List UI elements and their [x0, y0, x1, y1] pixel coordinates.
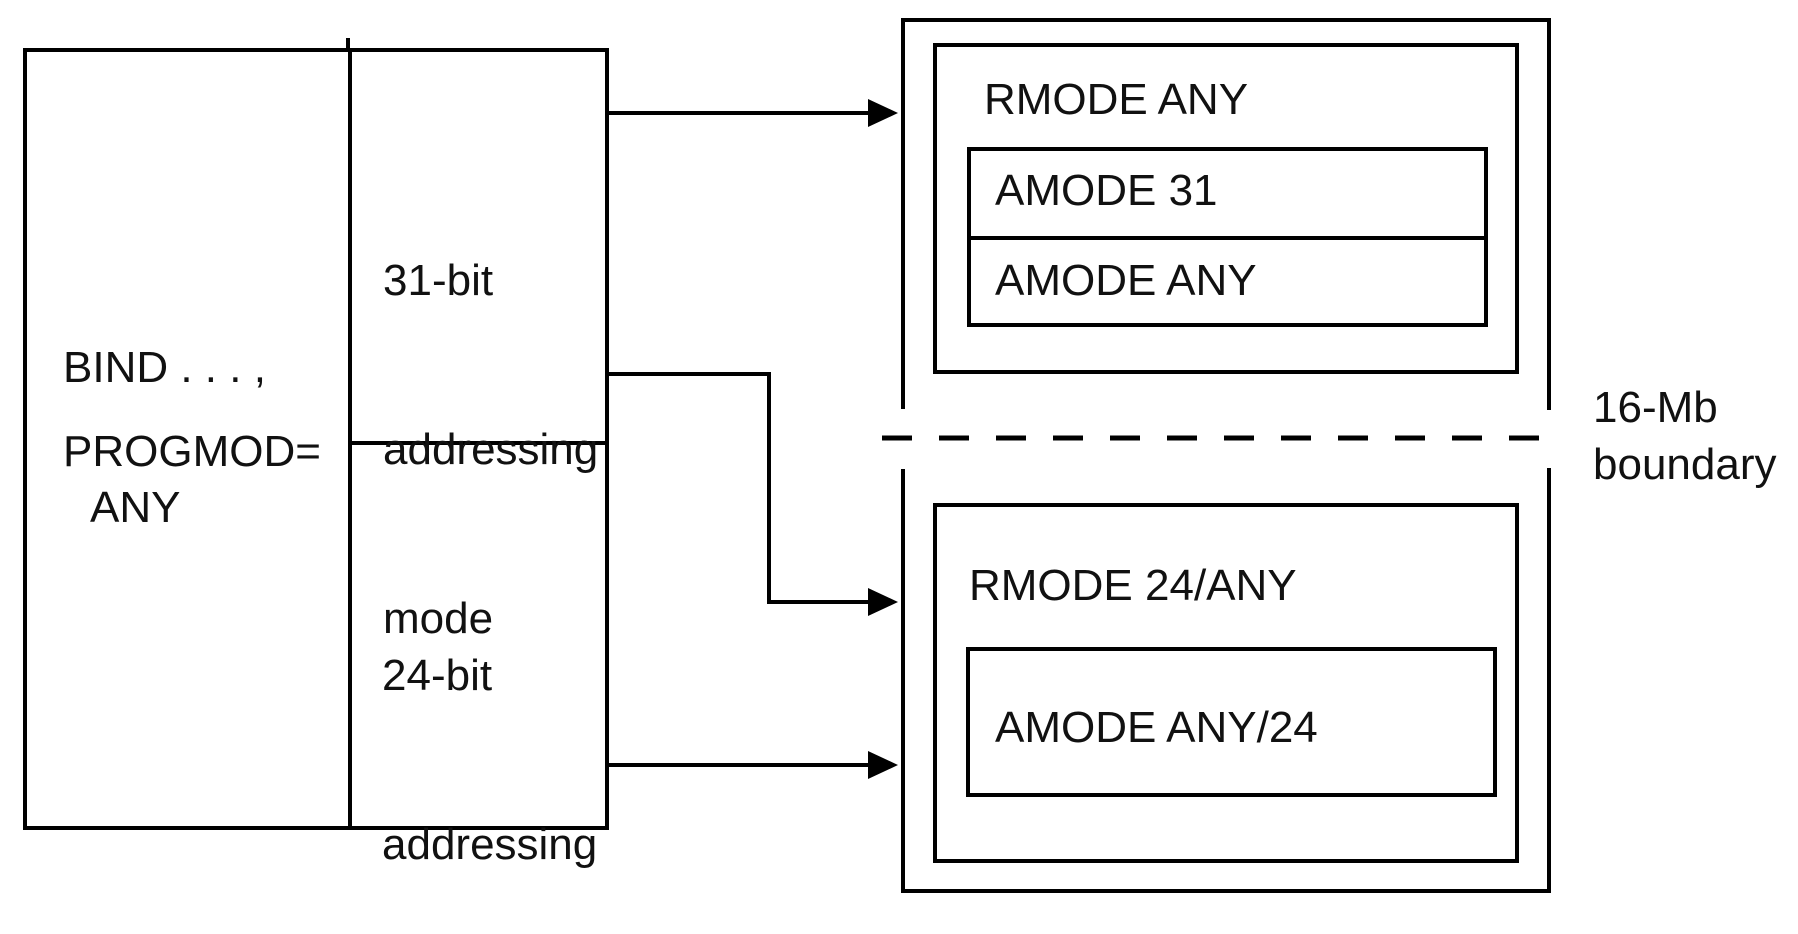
- table-row-divider: [348, 441, 605, 445]
- amode-any-label: AMODE ANY: [995, 256, 1257, 305]
- boundary-label-line2: boundary: [1593, 440, 1777, 489]
- rmode-24any-region: RMODE 24/ANY AMODE ANY/24: [933, 503, 1519, 863]
- bind-statement-line3: ANY: [90, 483, 181, 532]
- arrow-24bit-to-rmode-24any-head: [868, 751, 898, 779]
- table-column-divider: [348, 52, 352, 826]
- cell-31bit-line1: 31-bit: [383, 256, 494, 305]
- rmode-any-region: RMODE ANY AMODE 31 AMODE ANY: [933, 43, 1519, 374]
- amode-any24-box: AMODE ANY/24: [966, 647, 1497, 797]
- cell-31bit-line2: addressing: [383, 425, 599, 474]
- amode-any24-label: AMODE ANY/24: [995, 703, 1318, 752]
- amode-group-box: AMODE 31 AMODE ANY: [967, 147, 1488, 327]
- arrow-elbow-to-rmode-24any-line: [609, 372, 870, 604]
- amode-group-divider: [971, 236, 1484, 240]
- cell-31bit-line3: mode: [383, 594, 494, 643]
- bind-progmod-table: BIND . . . , PROGMOD= ANY 31-bit address…: [23, 48, 609, 869]
- boundary-label-line1: 16-Mb: [1593, 383, 1718, 432]
- rmode-24any-label: RMODE 24/ANY: [969, 561, 1297, 610]
- rmode-any-label: RMODE ANY: [984, 75, 1249, 124]
- arrow-31bit-to-rmode-any-head: [868, 99, 898, 127]
- cell-24bit-line1: 24-bit: [382, 651, 493, 700]
- cell-24bit-line2: addressing: [382, 820, 598, 869]
- arrow-elbow-to-rmode-24any-head: [868, 588, 898, 616]
- cell-24bit-addressing-mode: 24-bit addressing mode: [382, 535, 597, 934]
- divider-overshoot-tick: [346, 38, 350, 52]
- amode-31-label: AMODE 31: [995, 166, 1218, 215]
- cell-31bit-addressing-mode: 31-bit addressing mode: [383, 140, 598, 759]
- bind-statement-line1: BIND . . . ,: [63, 343, 266, 392]
- bind-statement-line2: PROGMOD=: [63, 427, 321, 476]
